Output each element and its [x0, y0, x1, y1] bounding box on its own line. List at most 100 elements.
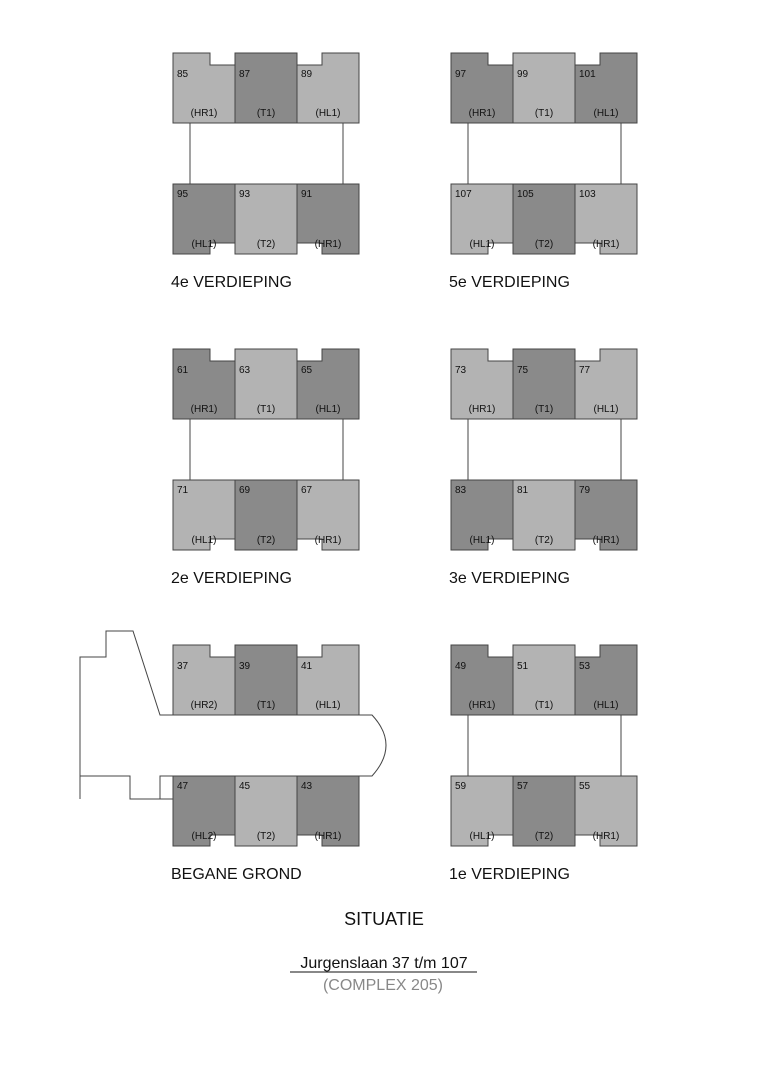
apartment-unit: 73(HR1): [450, 348, 514, 420]
apartment-unit: 53 (HL1): [574, 644, 638, 716]
apartment-unit: 85 (HR1): [172, 52, 236, 124]
unit-type: (HR1): [469, 108, 496, 119]
apartment-shape: [574, 644, 638, 716]
apartment-unit: 71(HL1): [172, 479, 236, 551]
unit-type: (HL1): [593, 404, 618, 415]
unit-number: 97: [455, 69, 467, 80]
unit-type: (T2): [257, 239, 275, 250]
unit-type: (HL1): [469, 239, 494, 250]
apartment-unit: 97 (HR1): [450, 52, 514, 124]
apartment-unit: 43 (HR1): [296, 775, 360, 847]
unit-number: 67: [301, 485, 313, 496]
apartment-unit: 75 (T1): [512, 348, 576, 420]
unit-type: (HR2): [191, 700, 218, 711]
floor-plan: 97(HR1)99(T1)101(HL1)107(HL1)105(T2)103(…: [449, 52, 638, 291]
floor-plan: 49(HR1)51(T1)53(HL1)59(HL1)57(T2)55(HR1)…: [449, 644, 638, 883]
apartment-unit: 41(HL1): [296, 644, 360, 716]
unit-type: (HL1): [315, 108, 340, 119]
apartment-shape: [234, 479, 298, 551]
apartment-shape: [574, 183, 638, 255]
page-title: SITUATIE: [344, 909, 424, 929]
apartment-unit: 101(HL1): [574, 52, 638, 124]
unit-number: 91: [301, 189, 313, 200]
apartment-unit: 55(HR1): [574, 775, 638, 847]
unit-number: 101: [579, 69, 596, 80]
floor-plan: 85 (HR1) 87 (T1) 89(HL1) 95 (HL1) 93 (T2) 91 (HR1)…: [171, 52, 360, 291]
unit-number: 43: [301, 781, 313, 792]
apartment-unit: 103(HR1): [574, 183, 638, 255]
unit-type: (T2): [257, 535, 275, 546]
unit-number: 45: [239, 781, 251, 792]
apartment-shape: [574, 479, 638, 551]
apartment-unit: 45(T2): [234, 775, 298, 847]
apartment-shape: [512, 479, 576, 551]
address: Jurgenslaan 37 t/m 107: [300, 955, 467, 972]
unit-number: 51: [517, 661, 529, 672]
unit-number: 61: [177, 365, 189, 376]
unit-number: 85: [177, 69, 189, 80]
floor-label: 3e VERDIEPING: [449, 570, 570, 587]
unit-type: (HR1): [191, 404, 218, 415]
unit-type: (HL2): [191, 831, 216, 842]
unit-type: (HR1): [315, 535, 342, 546]
unit-number: 99: [517, 69, 529, 80]
unit-number: 55: [579, 781, 591, 792]
unit-number: 47: [177, 781, 189, 792]
unit-number: 69: [239, 485, 251, 496]
unit-number: 87: [239, 69, 251, 80]
unit-number: 103: [579, 189, 596, 200]
unit-type: (T1): [257, 108, 275, 119]
entrance-hall-outline: [79, 630, 387, 800]
unit-type: (T2): [535, 535, 553, 546]
unit-number: 53: [579, 661, 591, 672]
apartment-shape: [296, 775, 360, 847]
complex-label: (COMPLEX 205): [323, 977, 443, 994]
unit-type: (HL1): [593, 700, 618, 711]
apartment-unit: 47 (HL2): [172, 775, 236, 847]
apartment-unit: 51(T1): [512, 644, 576, 716]
unit-type: (HR1): [315, 239, 342, 250]
unit-type: (T1): [257, 700, 275, 711]
apartment-unit: 83 (HL1): [450, 479, 514, 551]
unit-type: (HR1): [593, 535, 620, 546]
unit-type: (T1): [535, 404, 553, 415]
unit-number: 79: [579, 485, 591, 496]
unit-type: (HL1): [191, 239, 216, 250]
unit-number: 73: [455, 365, 467, 376]
unit-type: (HL1): [315, 404, 340, 415]
floor-label: 1e VERDIEPING: [449, 866, 570, 883]
apartment-unit: 77 (HL1): [574, 348, 638, 420]
unit-type: (HL1): [469, 535, 494, 546]
unit-type: (HL1): [469, 831, 494, 842]
unit-type: (T1): [535, 108, 553, 119]
apartment-shape: [296, 348, 360, 420]
unit-number: 77: [579, 365, 591, 376]
unit-type: (HR1): [315, 831, 342, 842]
apartment-unit: 61 (HR1): [172, 348, 236, 420]
unit-number: 75: [517, 365, 529, 376]
unit-number: 41: [301, 661, 313, 672]
apartment-shape: [512, 183, 576, 255]
unit-type: (HR1): [191, 108, 218, 119]
apartment-unit: 49(HR1): [450, 644, 514, 716]
apartment-shape: [574, 348, 638, 420]
apartment-unit: 107(HL1): [450, 183, 514, 255]
apartment-unit: 93 (T2): [234, 183, 298, 255]
entrance-hall-edge: [80, 775, 173, 800]
apartment-unit: 63(T1): [234, 348, 298, 420]
apartment-unit: 89(HL1): [296, 52, 360, 124]
apartment-unit: 95 (HL1): [172, 183, 236, 255]
apartment-unit: 105(T2): [512, 183, 576, 255]
unit-number: 59: [455, 781, 467, 792]
unit-number: 83: [455, 485, 467, 496]
apartment-shape: [512, 775, 576, 847]
apartment-shape: [574, 52, 638, 124]
unit-type: (HR1): [469, 700, 496, 711]
apartment-unit: 57(T2): [512, 775, 576, 847]
unit-number: 95: [177, 189, 189, 200]
apartment-shape: [296, 52, 360, 124]
apartment-unit: 67 (HR1): [296, 479, 360, 551]
unit-number: 93: [239, 189, 251, 200]
floor-label: BEGANE GROND: [171, 866, 302, 883]
